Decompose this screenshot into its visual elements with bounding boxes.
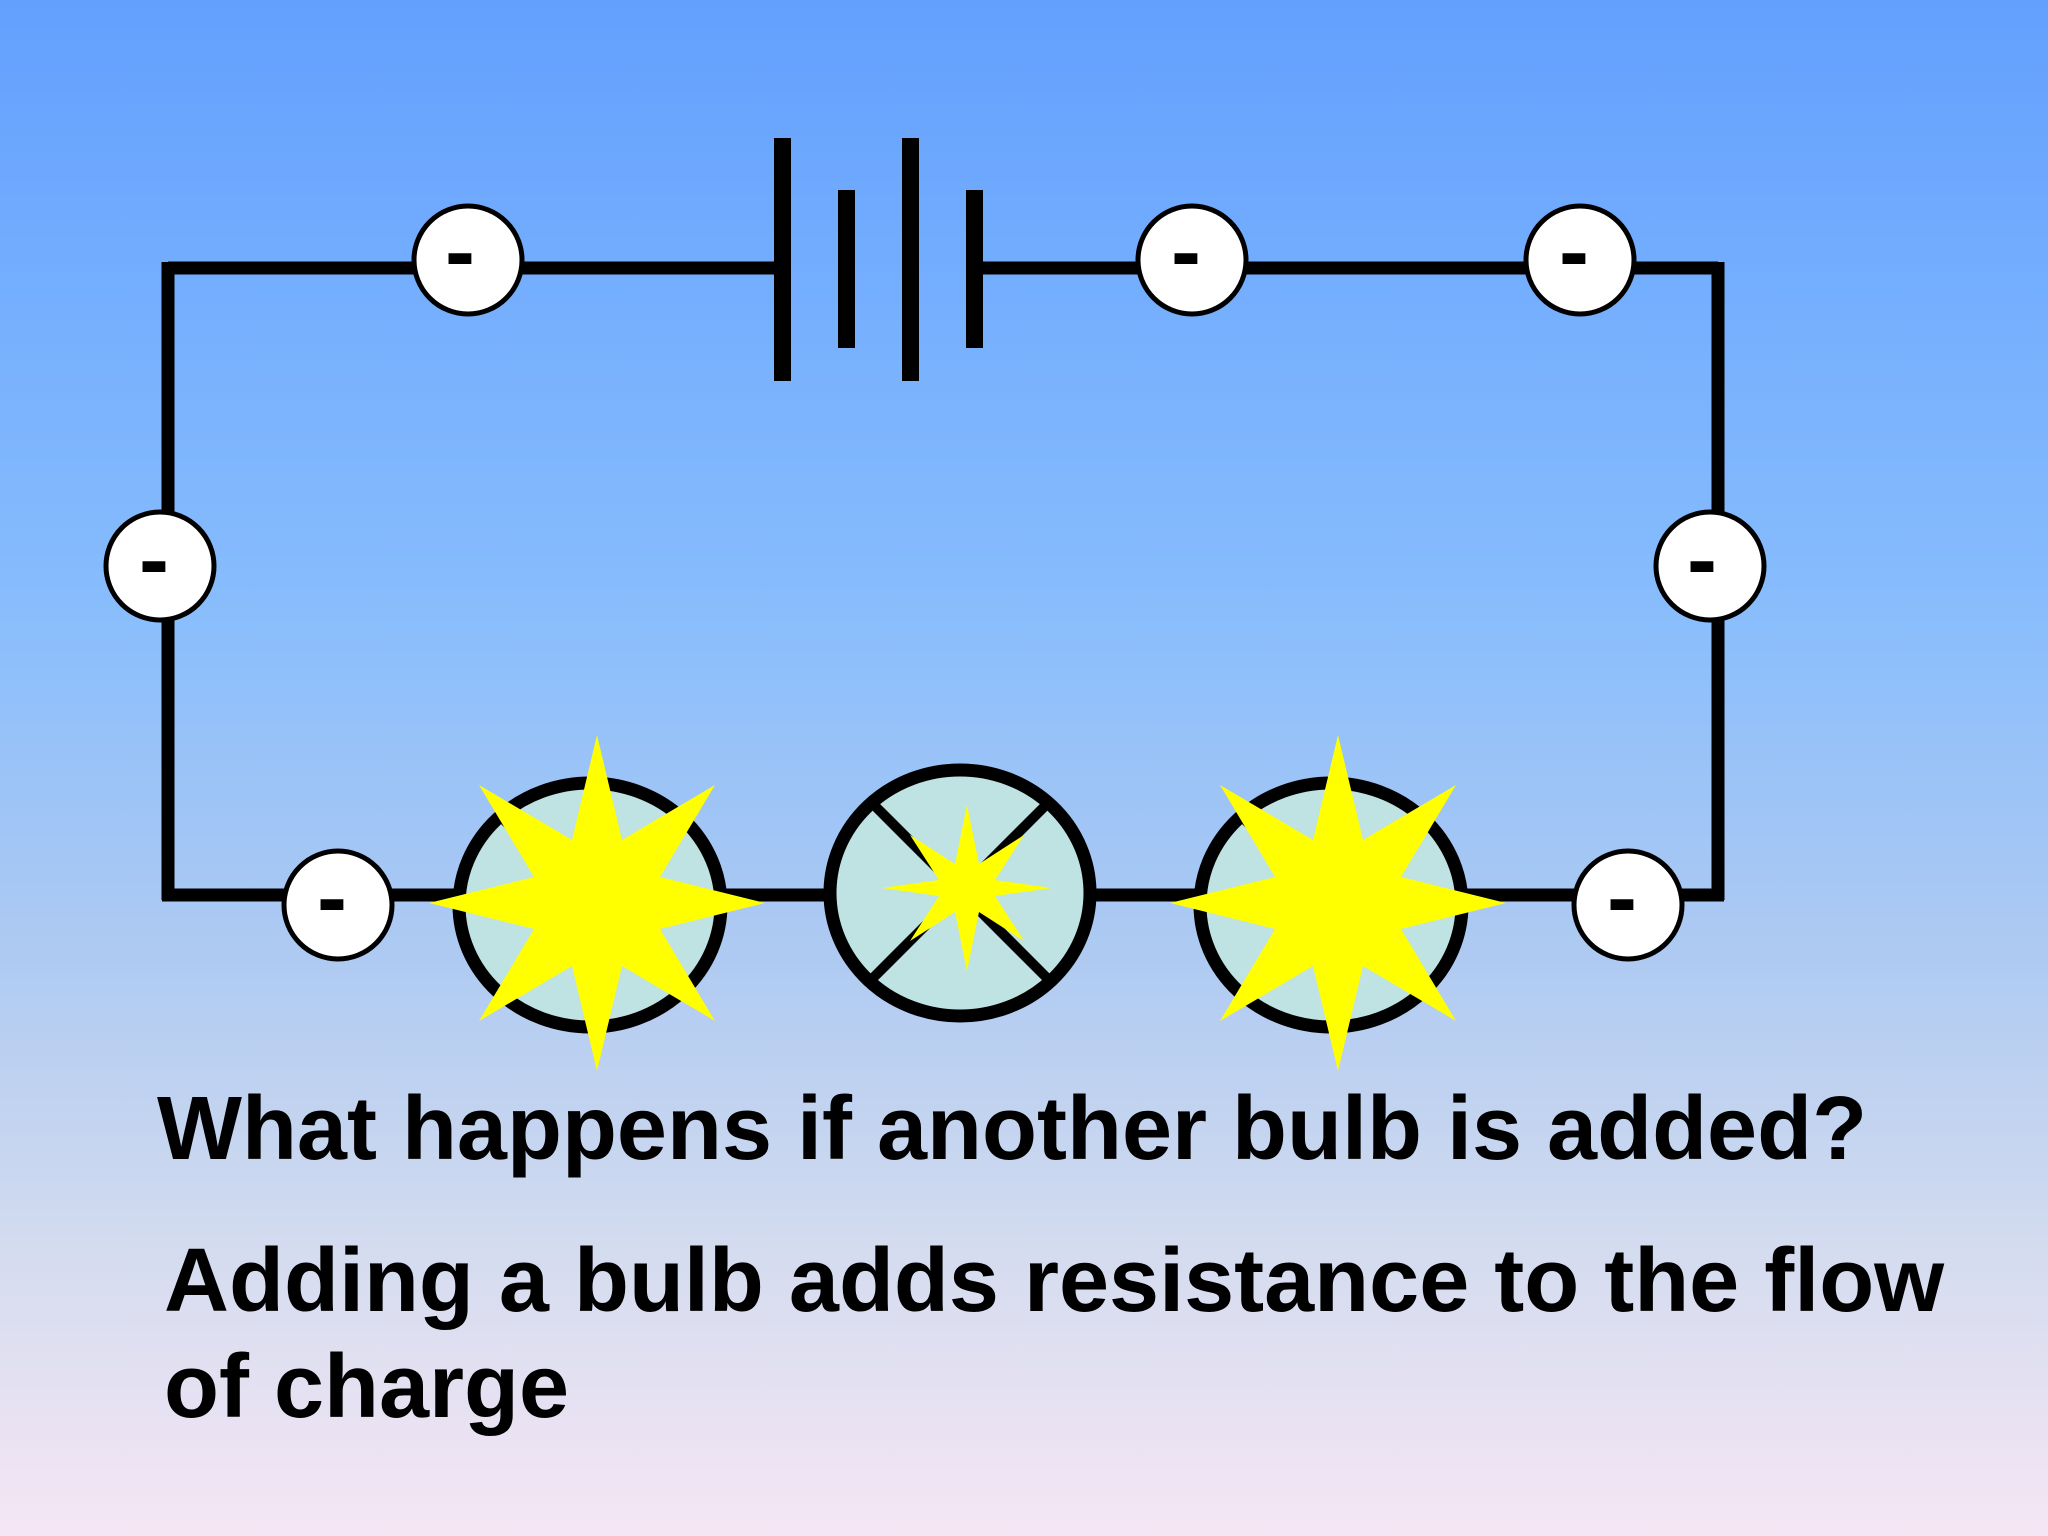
charge-sign: - [317, 848, 347, 948]
battery-plate-long-1 [774, 138, 791, 381]
charge-sign: - [445, 202, 475, 302]
bulb-3-glow-star [1170, 735, 1506, 1071]
charge-bottom-right: - [1571, 848, 1685, 962]
charge-right: - [1653, 509, 1767, 623]
charge-sign: - [1171, 202, 1201, 302]
charge-top-left: - [411, 202, 525, 317]
charge-sign: - [139, 510, 169, 610]
charges: - - - - - - - [103, 202, 1767, 962]
charge-sign: - [1559, 202, 1589, 302]
battery-plate-short-1 [838, 190, 855, 348]
charge-left: - [103, 509, 217, 623]
charge-bottom-left: - [281, 848, 395, 962]
charge-top-right: - [1523, 202, 1637, 317]
charge-sign: - [1687, 510, 1717, 610]
bulb-2 [823, 763, 1097, 1023]
bulb-3 [1170, 735, 1506, 1071]
bulb-1 [429, 735, 765, 1071]
question-text: What happens if another bulb is added? [157, 1079, 1868, 1179]
battery-plate-long-2 [902, 138, 919, 381]
bulb-1-glow-star [429, 735, 765, 1071]
answer-text: Adding a bulb adds resistance to the flo… [164, 1231, 1945, 1437]
charge-sign: - [1607, 848, 1637, 948]
bulb-2-glow-star [882, 805, 1052, 971]
charge-top-middle: - [1135, 202, 1249, 317]
battery-plate-short-2 [966, 190, 983, 348]
battery-symbol [774, 138, 983, 381]
